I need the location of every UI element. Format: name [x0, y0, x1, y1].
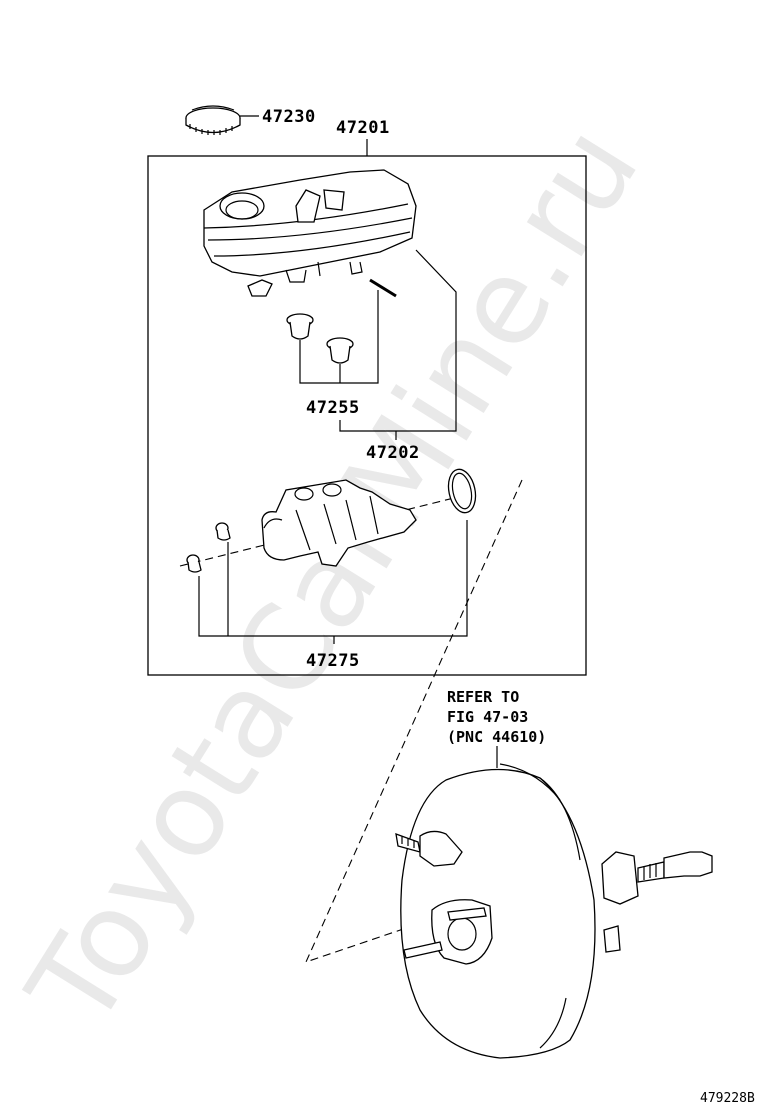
- part-number-47275: 47275: [306, 651, 360, 671]
- part-number-47230: 47230: [262, 107, 316, 127]
- reservoir-cap: [185, 105, 241, 135]
- part-number-47255: 47255: [306, 398, 360, 418]
- grommet-2: [326, 337, 354, 364]
- reference-note-line-1: REFER TO: [447, 688, 519, 706]
- part-number-47202: 47202: [366, 443, 420, 463]
- brake-booster: [395, 763, 713, 1059]
- leader-47275: [198, 520, 468, 637]
- pin: [369, 278, 397, 298]
- o-ring: [447, 468, 477, 514]
- grommet-1: [286, 313, 314, 340]
- small-grommet-1: [215, 522, 231, 541]
- master-cylinder-body: [261, 479, 417, 567]
- assembly-frame: [147, 155, 587, 676]
- leader-47202: [339, 249, 457, 432]
- figure-number: 479228B: [700, 1091, 755, 1106]
- reservoir-tank: [203, 169, 417, 297]
- booster-relation-line: [304, 479, 523, 963]
- reference-note-line-2: FIG 47-03: [447, 708, 528, 726]
- small-grommet-2: [186, 554, 202, 573]
- part-number-47201: 47201: [336, 118, 390, 138]
- reference-note-line-3: (PNC 44610): [447, 728, 546, 746]
- leader-47255: [299, 290, 379, 384]
